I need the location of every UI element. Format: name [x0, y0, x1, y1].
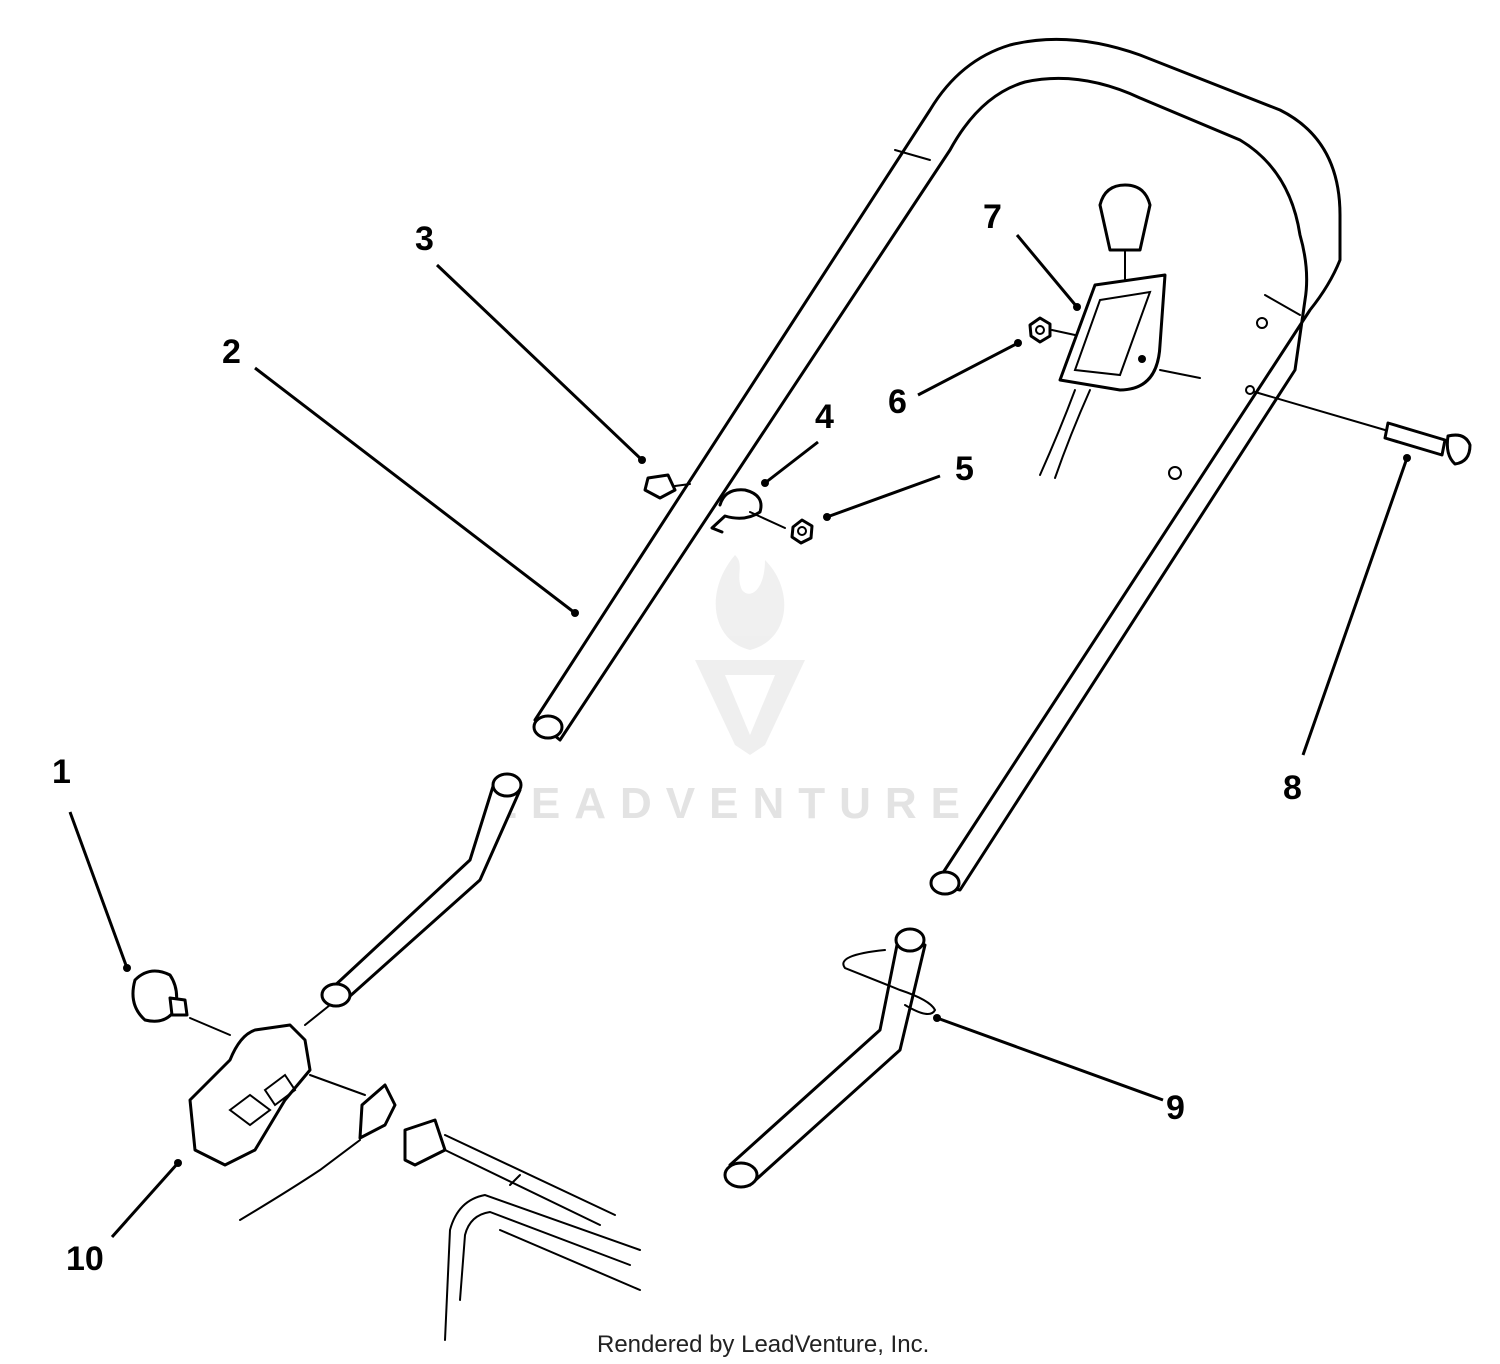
callout-2: 2 — [222, 333, 241, 371]
knob-part-1 — [131, 969, 231, 1036]
cable-guide-part-4 — [710, 488, 786, 534]
nut-part-5 — [790, 518, 814, 545]
clip-part-9 — [842, 949, 937, 1015]
footer-credit: Rendered by LeadVenture, Inc. — [597, 1331, 929, 1358]
callout-9: 9 — [1166, 1089, 1185, 1127]
callout-10: 10 — [66, 1240, 104, 1278]
callout-8: 8 — [1283, 769, 1302, 807]
leader-lines — [68, 234, 1411, 1238]
watermark-text: LEADVENTURE — [490, 779, 974, 828]
bolt-part-3 — [643, 473, 691, 500]
callout-5: 5 — [955, 450, 974, 488]
callout-1: 1 — [52, 753, 71, 791]
watermark-logo — [695, 555, 805, 755]
callout-7: 7 — [983, 198, 1002, 236]
lower-handle-right — [723, 927, 927, 1189]
upper-handle — [532, 37, 1342, 896]
callout-6: 6 — [888, 383, 907, 421]
throttle-control-part-7 — [1039, 183, 1201, 479]
carriage-bolt-part-8 — [1254, 391, 1472, 466]
bracket-part-10 — [188, 1004, 616, 1226]
lower-handle-left — [320, 772, 523, 1008]
callout-4: 4 — [815, 398, 834, 436]
nut-part-6 — [1028, 316, 1076, 344]
callout-3: 3 — [415, 220, 434, 258]
mower-deck — [239, 1139, 641, 1341]
